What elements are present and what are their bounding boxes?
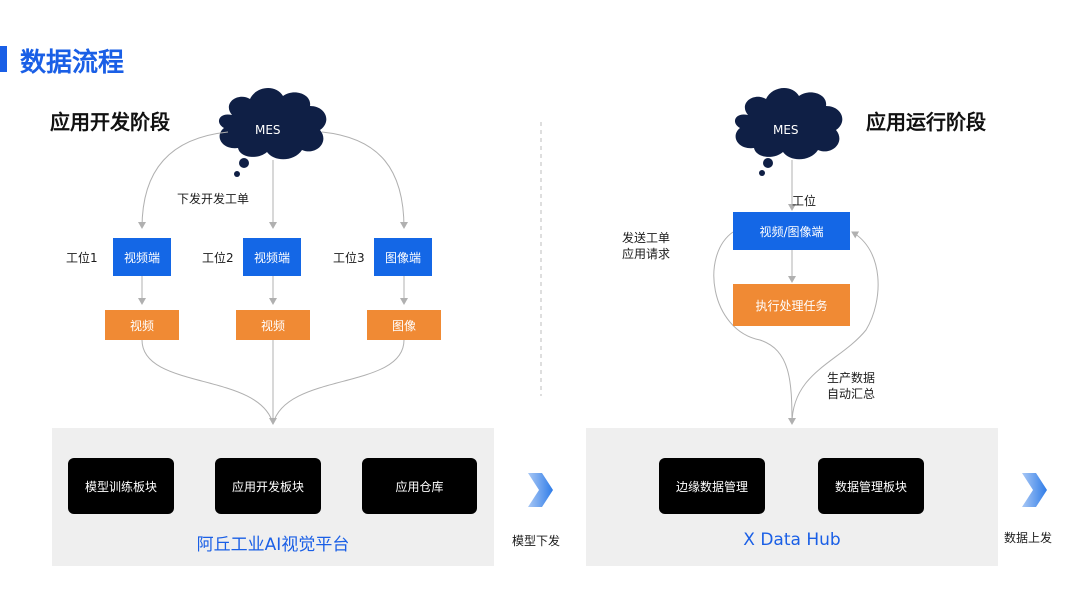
terminal-box-1: 视频端 (113, 238, 171, 276)
platform-block-3: 应用仓库 (362, 458, 477, 514)
task-box: 执行处理任务 (733, 284, 850, 326)
output-box-2: 视频 (236, 310, 310, 340)
mes-label-run: MES (773, 123, 799, 137)
station-label-3: 工位3 (333, 251, 365, 265)
mes-label-dev: MES (255, 123, 281, 137)
chevron-right-icon (1022, 473, 1047, 507)
run-station-label: 工位 (792, 194, 817, 208)
data-upload-label: 数据上发 (1004, 531, 1053, 545)
data-hub-panel (586, 428, 998, 566)
mes-cloud-run (734, 88, 843, 176)
page-title: 数据流程 (20, 48, 125, 78)
output-box-1: 视频 (105, 310, 179, 340)
mes-cloud-dev (218, 88, 327, 177)
run-terminal-box: 视频/图像端 (733, 212, 850, 250)
model-dispatch-label: 模型下发 (512, 534, 561, 548)
right-note-1: 生产数据 (827, 371, 876, 385)
hub-block-1: 边缘数据管理 (659, 458, 765, 514)
run-stage-title: 应用运行阶段 (866, 110, 986, 134)
left-note-2: 应用请求 (622, 247, 671, 261)
platform-block-2: 应用开发板块 (215, 458, 321, 514)
platform-block-1: 模型训练板块 (68, 458, 174, 514)
chevron-right-icon (528, 473, 553, 507)
station-label-2: 工位2 (202, 251, 234, 265)
hub-block-2: 数据管理板块 (818, 458, 924, 514)
station-label-1: 工位1 (66, 251, 98, 265)
terminal-box-3: 图像端 (374, 238, 432, 276)
right-note-2: 自动汇总 (827, 387, 876, 401)
left-note-1: 发送工单 (622, 231, 671, 245)
dispatch-label: 下发开发工单 (177, 192, 250, 206)
title-accent-bar (0, 46, 7, 72)
dev-stage-title: 应用开发阶段 (50, 110, 170, 134)
terminal-box-2: 视频端 (243, 238, 301, 276)
output-box-3: 图像 (367, 310, 441, 340)
ai-platform-name: 阿丘工业AI视觉平台 (196, 535, 350, 555)
data-hub-name: X Data Hub (743, 530, 841, 550)
